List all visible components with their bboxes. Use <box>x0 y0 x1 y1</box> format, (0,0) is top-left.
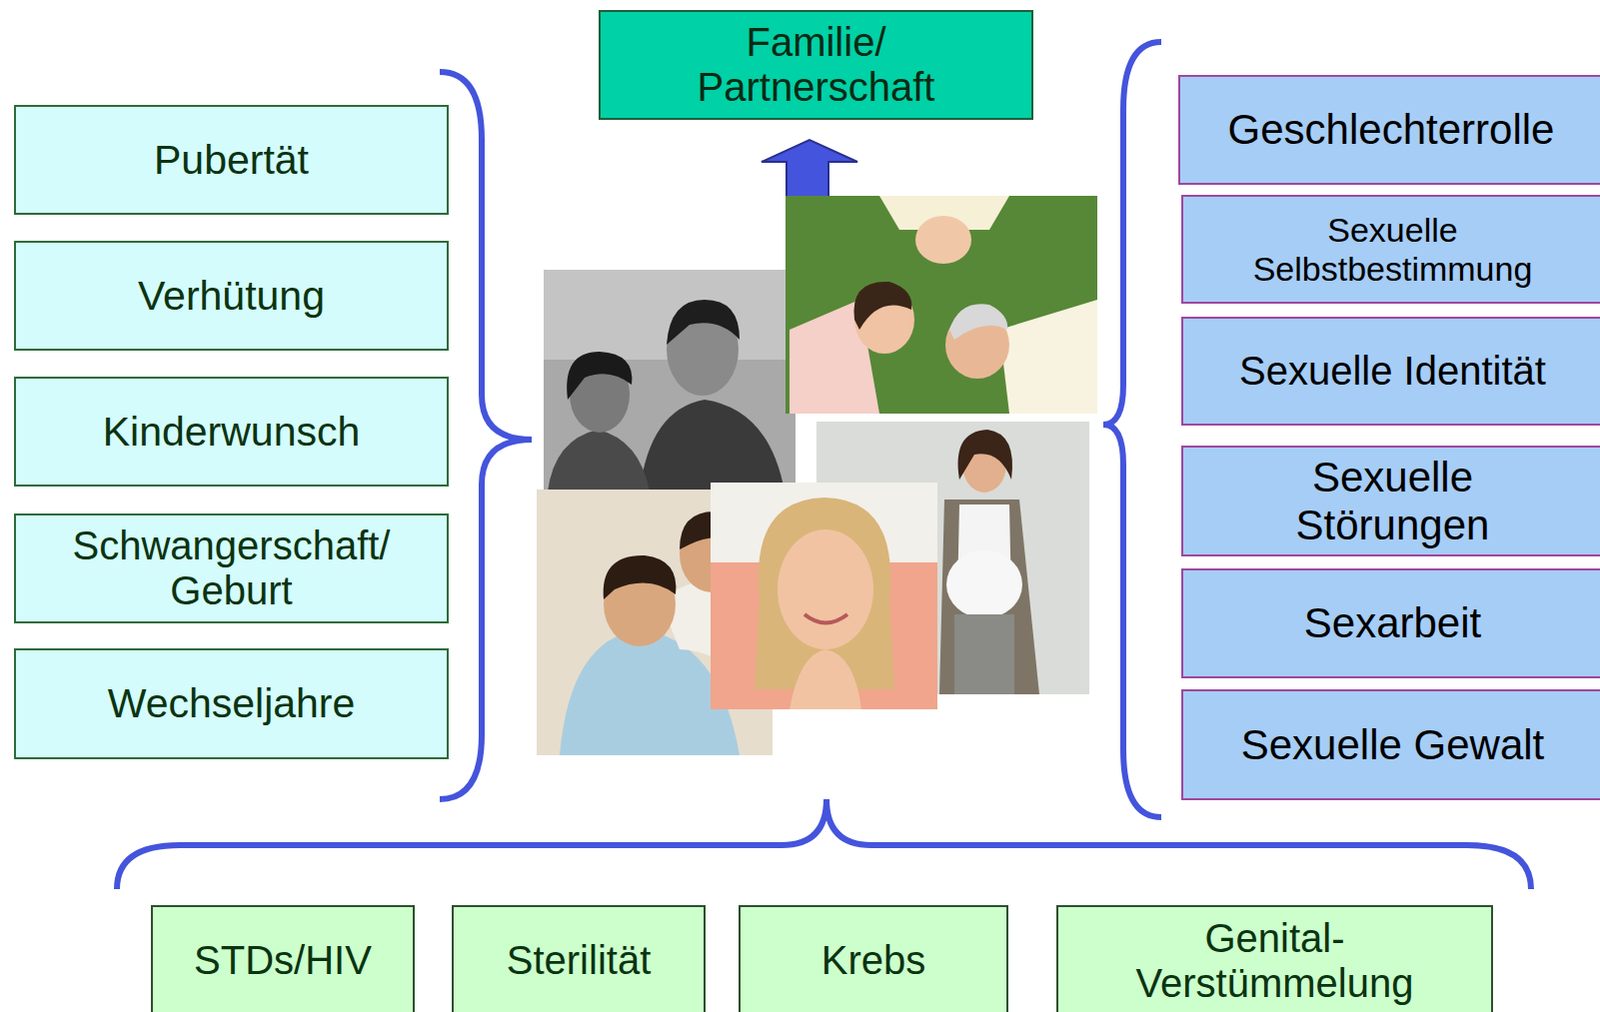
node-label: Sexuelle Gewalt <box>1241 721 1546 769</box>
health-risk-box: STDs/HIV <box>150 905 415 1012</box>
photo-face <box>915 215 972 264</box>
photo-neck <box>789 649 862 710</box>
life-phase-box: Schwangerschaft/ Geburt <box>13 513 449 624</box>
sexuality-topic-box: Sexuelle Identität <box>1181 316 1600 426</box>
photo-background <box>710 482 938 710</box>
photo-background <box>543 269 796 492</box>
health-risk-box: Genital- Verstümmelung <box>1056 905 1494 1012</box>
node-label: Sterilität <box>506 938 652 984</box>
node-label: Sexuelle Selbstbestimmung <box>1193 210 1593 288</box>
sexuality-topic-box: Sexuelle Gewalt <box>1181 689 1600 801</box>
photo-hair <box>566 351 632 400</box>
life-phase-box: Verhütung <box>13 240 449 351</box>
node-label: STDs/HIV <box>193 938 372 984</box>
photo-hair <box>949 303 1008 340</box>
life-phase-box: Wechseljahre <box>13 648 449 760</box>
node-label: Verhütung <box>137 272 325 319</box>
node-label: Geschlechterrolle <box>1228 105 1556 153</box>
sexuality-topic-box: Sexuelle Selbstbestimmung <box>1181 194 1600 304</box>
photo-hair <box>853 281 912 330</box>
health-risk-box: Sterilität <box>451 905 706 1012</box>
sexuality-topic-box: Sexarbeit <box>1181 568 1600 679</box>
photo-family-grass <box>785 195 1098 414</box>
node-label: Sexarbeit <box>1304 599 1482 647</box>
photo-couple <box>543 269 796 492</box>
life-phase-box: Kinderwunsch <box>13 376 449 487</box>
photo-face <box>777 529 874 650</box>
photo-smile <box>804 614 848 624</box>
node-label: Sexuelle Störungen <box>1243 453 1544 549</box>
node-label: Familie/ Partnerschaft <box>666 19 967 110</box>
node-label: Pubertät <box>153 136 309 183</box>
photo-trousers <box>954 614 1015 695</box>
life-phase-box: Pubertät <box>13 104 449 215</box>
node-label: Wechseljahre <box>107 680 356 727</box>
sexuality-topic-box: Geschlechterrolle <box>1178 74 1600 185</box>
photo-belly <box>946 550 1023 619</box>
node-label: Kinderwunsch <box>102 408 361 455</box>
sexuality-topic-box: Sexuelle Störungen <box>1181 445 1600 557</box>
photo-shirt <box>999 299 1098 414</box>
photo-smiling-woman <box>710 482 938 710</box>
photo-body <box>547 429 650 492</box>
node-label: Genital- Verstümmelung <box>1110 916 1441 1007</box>
photo-cardigan <box>939 499 1040 695</box>
bottom-brace <box>116 799 1532 890</box>
photo-background <box>785 195 1098 414</box>
right-brace <box>1103 41 1162 818</box>
node-label: Sexuelle Identität <box>1239 348 1547 394</box>
photo-background <box>785 195 1098 414</box>
family-box: Familie/ Partnerschaft <box>598 9 1034 120</box>
health-risk-box: Krebs <box>738 905 1009 1012</box>
node-label: Schwangerschaft/ Geburt <box>31 523 432 614</box>
left-brace <box>439 71 532 800</box>
photo-hair <box>958 429 1013 480</box>
node-label: Krebs <box>821 938 927 984</box>
photo-hair <box>603 555 677 600</box>
photo-hair <box>666 299 740 345</box>
photo-body <box>639 399 785 492</box>
